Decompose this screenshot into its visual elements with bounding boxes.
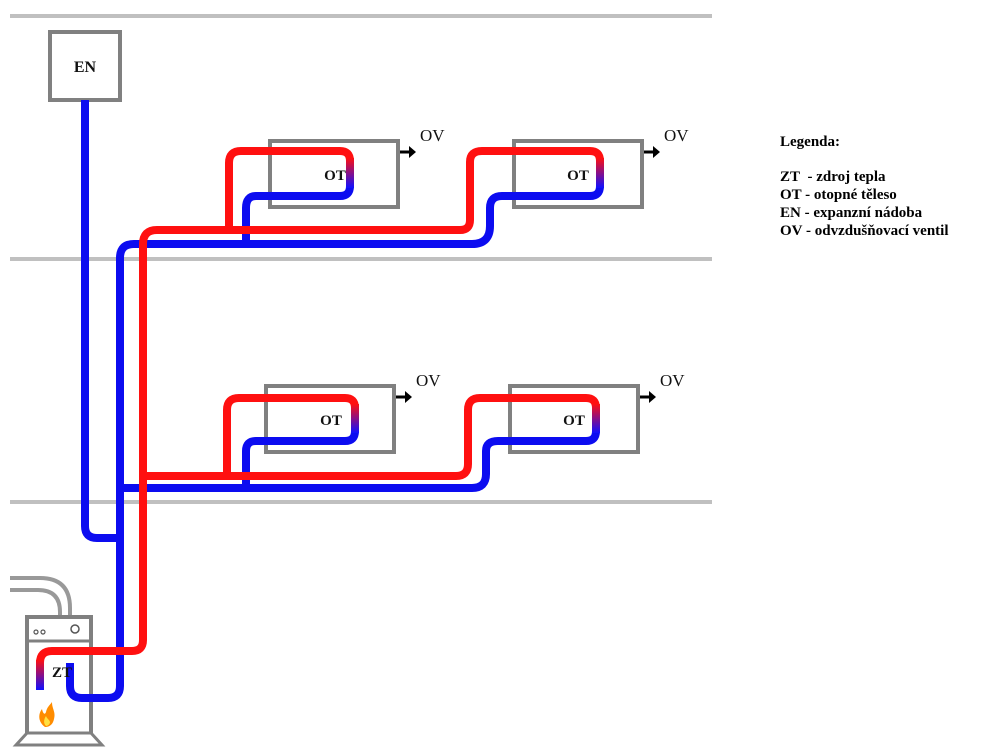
return-pipe-upper (66, 172, 604, 702)
legend-code: OT (780, 187, 802, 203)
air-valves: OV OV OV OV (396, 126, 689, 403)
supply-pipes (36, 147, 604, 686)
expansion-vessel: EN (48, 30, 122, 102)
flue-pipe-outer (10, 576, 72, 618)
supply-branch-upper (225, 147, 354, 230)
arrow-right-icon (653, 146, 660, 158)
return-branch-lower (242, 430, 359, 488)
air-valve-label: OV (664, 126, 689, 145)
legend-item: OV - odvzdušňovací ventil (780, 223, 949, 239)
legend-text: expanzní nádoba (813, 205, 923, 221)
radiator-gradient (351, 404, 359, 433)
pipe-gradient-segments (36, 158, 604, 690)
legend-text: otopné těleso (813, 187, 897, 203)
radiator-label: OT (563, 413, 585, 429)
legend-code: ZT (780, 169, 801, 185)
boiler-gradient (36, 660, 44, 690)
radiators (264, 139, 644, 454)
air-valve-label: OV (416, 371, 441, 390)
legend-item: ZT - zdroj tepla (780, 169, 886, 185)
radiator-label: OT (324, 168, 346, 184)
expansion-vessel-label: EN (74, 59, 97, 76)
expansion-pipe (81, 100, 120, 542)
air-valve-label: OV (420, 126, 445, 145)
radiator-label: OT (320, 413, 342, 429)
radiator-labels: OT OT OT OT ZT (52, 168, 589, 681)
legend-text: zdroj tepla (816, 169, 886, 185)
flue-pipe-inner (10, 588, 62, 618)
flame-icon (39, 702, 55, 727)
radiator-label: OT (567, 168, 589, 184)
legend-code: OV (780, 223, 803, 239)
radiator-gradient (592, 404, 600, 433)
boiler-indicator-icon (40, 629, 46, 635)
legend-item: OT - otopné těleso (780, 187, 897, 203)
expansion-vessel-box (48, 30, 122, 102)
return-pipe-lower (120, 417, 600, 492)
return-branch-upper (242, 185, 354, 244)
radiator-gradient (596, 158, 604, 188)
arrow-right-icon (405, 391, 412, 403)
floor-lines (10, 14, 712, 504)
legend-item: EN - expanzní nádoba (780, 205, 923, 221)
air-valve: OV (400, 126, 445, 158)
legend: Legenda: ZT - zdroj tepla OT - otopné tě… (780, 133, 949, 240)
air-valve: OV (644, 126, 689, 158)
supply-pipe-lower (143, 394, 600, 480)
legend-code: EN (780, 205, 801, 221)
supply-branch-lower (223, 394, 359, 476)
supply-pipe-upper (36, 147, 604, 686)
heat-source-label: ZT (52, 665, 72, 681)
boiler-base (12, 731, 106, 747)
boiler-indicator-icon (33, 629, 39, 635)
radiator-gradient (346, 158, 354, 188)
boiler (10, 576, 106, 747)
return-pipes (66, 100, 604, 702)
legend-title: Legenda: (780, 134, 840, 150)
air-valve: OV (640, 371, 685, 403)
arrow-right-icon (409, 146, 416, 158)
air-valve-label: OV (660, 371, 685, 390)
legend-text: odvzdušňovací ventil (814, 223, 949, 239)
arrow-right-icon (649, 391, 656, 403)
air-valve: OV (396, 371, 441, 403)
boiler-dial-icon (70, 624, 80, 634)
